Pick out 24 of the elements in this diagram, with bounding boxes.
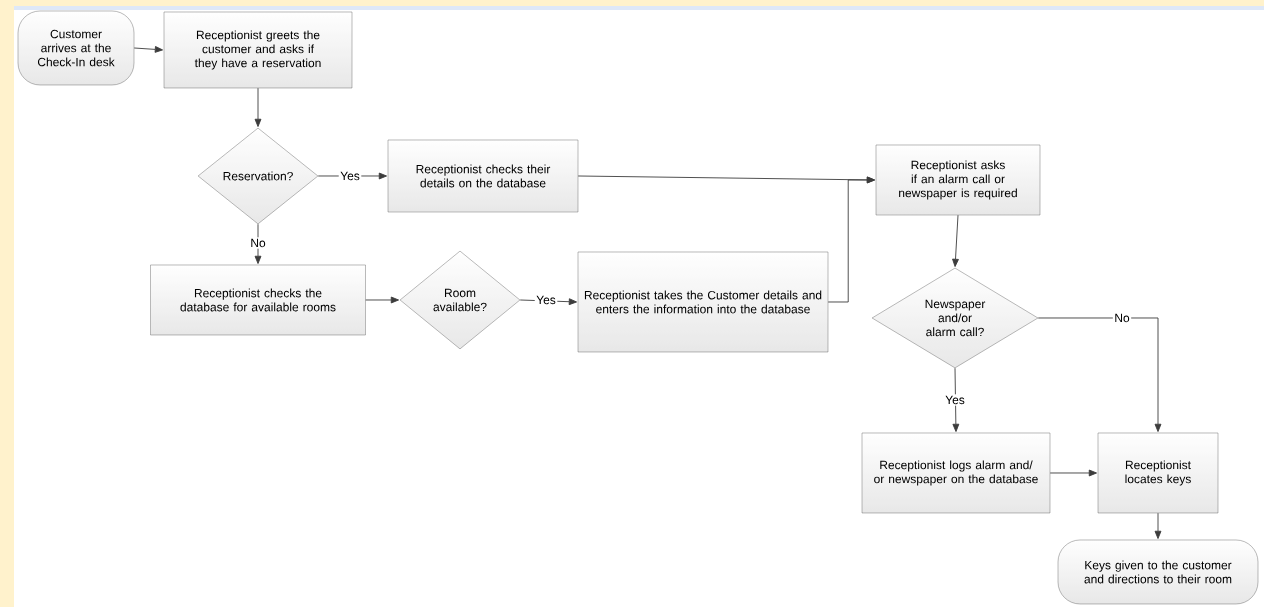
arrow	[317, 172, 387, 180]
edge-label: Yes	[338, 170, 362, 182]
arrow	[1154, 512, 1162, 539]
arrow	[827, 176, 875, 303]
edge-label: Yes	[943, 394, 967, 406]
process-box: Receptionist checks their details on the database	[387, 139, 579, 213]
process-box: Receptionist locates keys	[1097, 432, 1219, 514]
arrow	[365, 296, 399, 304]
arrow	[133, 46, 163, 53]
process-box: Receptionist logs alarm and/ or newspaper on the database	[861, 432, 1051, 514]
edge-label: No	[1112, 312, 1132, 324]
arrow	[254, 223, 262, 264]
arrow	[254, 87, 262, 127]
arrow	[1037, 317, 1162, 432]
process-box: Receptionist asks if an alarm call or newspaper is required	[875, 144, 1041, 216]
arrow	[519, 298, 578, 306]
edge-label: Yes	[534, 294, 558, 306]
process-box: Receptionist greets the customer and asks if they have a reservation	[163, 11, 353, 89]
edge-label: No	[248, 237, 268, 249]
arrow	[952, 214, 959, 267]
process-box: Receptionist takes the Customer details and enters the information into the database	[577, 251, 829, 353]
arrow	[1049, 469, 1097, 477]
arrow	[952, 367, 960, 432]
process-box: Receptionist checks the database for available rooms	[150, 264, 366, 336]
